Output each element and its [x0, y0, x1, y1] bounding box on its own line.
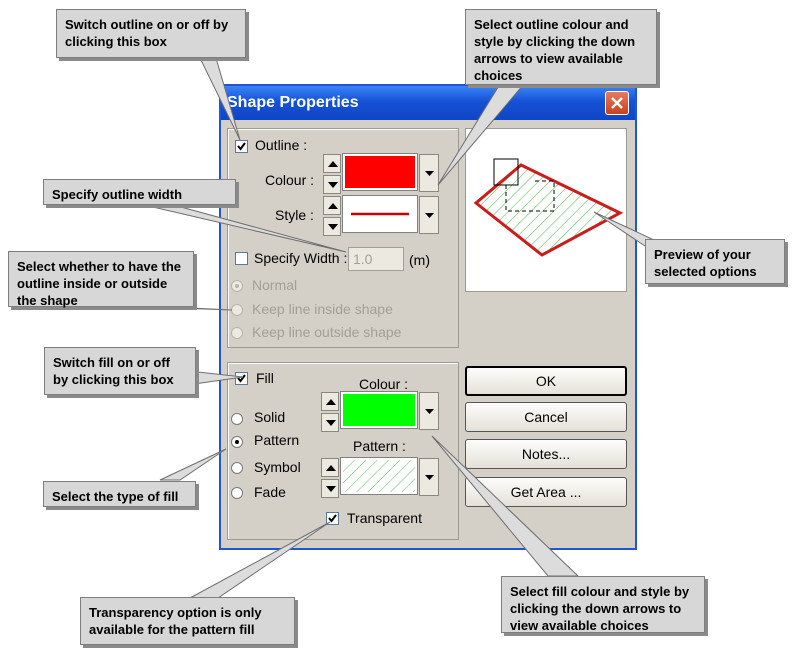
arrow-down-icon: [328, 182, 338, 188]
check-icon: [237, 374, 246, 383]
outline-option-inside-label: Keep line inside shape: [252, 301, 393, 317]
outline-colour-label: Colour :: [265, 172, 315, 188]
pointer-outline-switch: [199, 57, 241, 141]
outline-colour-swatch[interactable]: [342, 153, 418, 191]
fill-type-fade-label: Fade: [254, 484, 286, 500]
fill-pattern-spinner[interactable]: [321, 458, 339, 498]
spin-up-button[interactable]: [323, 196, 341, 215]
fill-type-solid-radio[interactable]: [231, 413, 243, 425]
outline-option-outside-radio[interactable]: [231, 327, 243, 339]
check-icon: [237, 142, 246, 151]
spin-up-button[interactable]: [321, 458, 339, 477]
preview-shape-graphic: [473, 158, 624, 257]
arrow-down-icon: [326, 420, 336, 426]
arrow-up-icon: [328, 203, 338, 209]
chevron-down-icon: [425, 213, 434, 218]
spin-down-button[interactable]: [323, 175, 341, 194]
transparent-checkbox[interactable]: [326, 512, 339, 525]
pointer-outline-width: [139, 203, 347, 253]
fill-colour-spinner[interactable]: [321, 392, 339, 432]
title-bar[interactable]: Shape Properties: [221, 86, 635, 120]
fill-type-pattern-radio[interactable]: [231, 436, 243, 448]
outline-colour-spinner[interactable]: [323, 154, 341, 194]
callout-transparency: Transparency option is only available fo…: [80, 597, 295, 645]
callout-fill-colour: Select fill colour and style by clicking…: [501, 576, 705, 633]
callout-fill-type: Select the type of fill: [43, 481, 196, 507]
fill-type-solid-label: Solid: [254, 409, 286, 425]
line-style-preview: [351, 212, 409, 216]
fill-pattern-label: Pattern :: [353, 438, 406, 454]
callout-outline-colour: Select outline colour and style by click…: [465, 9, 657, 85]
specify-width-checkbox[interactable]: [235, 252, 248, 265]
fill-type-symbol-radio[interactable]: [231, 462, 243, 474]
pointer-fill-type: [159, 448, 227, 481]
chevron-down-icon: [425, 171, 434, 176]
pointer-transparency: [189, 521, 331, 599]
fill-label: Fill: [256, 370, 274, 386]
callout-fill-switch: Switch fill on or off by clicking this b…: [44, 347, 196, 395]
notes-button[interactable]: Notes...: [465, 439, 627, 469]
spin-down-button[interactable]: [323, 217, 341, 236]
close-button[interactable]: [605, 91, 629, 115]
check-icon: [328, 514, 337, 523]
arrow-down-icon: [328, 224, 338, 230]
fill-colour-swatch[interactable]: [340, 391, 418, 429]
outline-checkbox[interactable]: [235, 140, 248, 153]
fill-pattern-dropdown-button[interactable]: [419, 458, 439, 496]
outline-style-dropdown-button[interactable]: [419, 196, 439, 234]
fill-group: [227, 362, 459, 540]
chevron-down-icon: [425, 409, 434, 414]
ok-button[interactable]: OK: [465, 366, 627, 396]
pointer-fill-colour: [431, 435, 580, 577]
callout-outline-switch: Switch outline on or off by clicking thi…: [56, 9, 246, 58]
outline-style-spinner[interactable]: [323, 196, 341, 236]
cancel-button[interactable]: Cancel: [465, 402, 627, 432]
fill-colour-label: Colour :: [359, 376, 409, 392]
arrow-down-icon: [326, 486, 336, 492]
callout-outline-width: Specify outline width: [43, 179, 236, 205]
callout-inside-outside: Select whether to have the outline insid…: [8, 251, 194, 308]
outline-style-swatch[interactable]: [342, 195, 418, 233]
outline-label: Outline :: [255, 137, 308, 153]
outline-group: [227, 128, 459, 348]
spin-down-button[interactable]: [321, 479, 339, 498]
fill-type-fade-radio[interactable]: [231, 487, 243, 499]
transparent-label: Transparent: [347, 510, 422, 526]
chevron-down-icon: [425, 475, 434, 480]
outline-colour-dropdown-button[interactable]: [419, 154, 439, 192]
fill-colour-dropdown-button[interactable]: [419, 392, 439, 430]
pointer-outline-colour: [437, 83, 526, 186]
specify-width-label: Specify Width :: [254, 250, 348, 266]
pattern-preview: [343, 460, 415, 492]
fill-pattern-swatch[interactable]: [340, 457, 418, 495]
arrow-up-icon: [326, 465, 336, 471]
spin-up-button[interactable]: [321, 392, 339, 411]
outline-style-label: Style :: [275, 207, 314, 223]
arrow-up-icon: [328, 161, 338, 167]
spin-up-button[interactable]: [323, 154, 341, 173]
dialog-title: Shape Properties: [227, 94, 359, 111]
fill-type-symbol-label: Symbol: [254, 459, 301, 475]
width-input[interactable]: 1.0: [348, 247, 404, 271]
callout-preview: Preview of your selected options: [645, 239, 785, 284]
outline-option-outside-label: Keep line outside shape: [252, 324, 402, 340]
outline-option-normal-label: Normal: [252, 277, 298, 293]
width-unit: (m): [409, 252, 430, 268]
shape-properties-dialog: Shape Properties Outline : Colour : Styl…: [219, 84, 637, 550]
arrow-up-icon: [326, 399, 336, 405]
close-icon: [611, 97, 623, 109]
spin-down-button[interactable]: [321, 413, 339, 432]
outline-option-normal-radio[interactable]: [231, 280, 243, 292]
shape-preview: [465, 128, 627, 292]
fill-type-pattern-label: Pattern: [254, 432, 300, 448]
